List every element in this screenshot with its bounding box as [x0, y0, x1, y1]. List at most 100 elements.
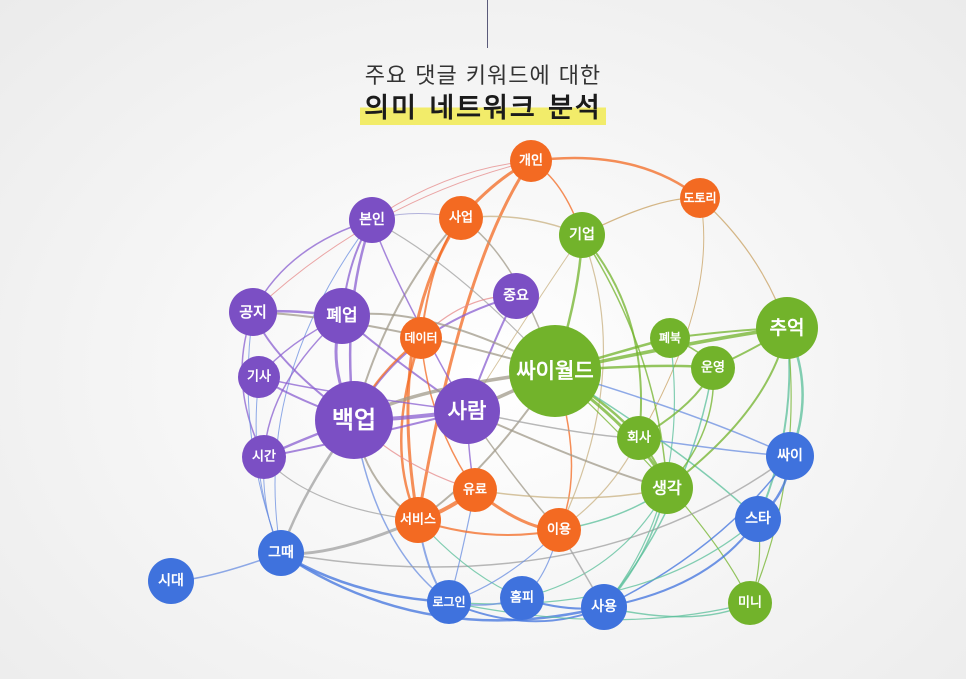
node-circle	[453, 468, 497, 512]
node-circle	[258, 530, 304, 576]
edge-도토리-회사	[638, 197, 705, 439]
node-circle	[650, 318, 690, 358]
edge-유료-생각	[474, 487, 668, 499]
node-폐업: 폐업	[314, 288, 370, 344]
node-circle	[680, 178, 720, 218]
node-label: 기사	[247, 369, 271, 385]
node-label: 사람	[448, 399, 487, 423]
node-label: 사용	[591, 599, 617, 615]
node-circle	[728, 581, 772, 625]
node-label: 백업	[332, 406, 376, 434]
node-스타: 스타	[735, 496, 781, 542]
node-circle	[500, 576, 544, 620]
node-label: 운영	[701, 361, 725, 376]
node-기사: 기사	[238, 356, 280, 398]
edge-개인-도토리	[530, 156, 701, 199]
edge-그때-로그인	[280, 551, 450, 604]
node-생각: 생각	[641, 462, 693, 514]
node-label: 스타	[745, 511, 771, 527]
node-label: 미니	[738, 595, 762, 611]
node-circle	[242, 435, 286, 479]
node-label: 폐업	[326, 306, 357, 326]
node-circle	[148, 558, 194, 604]
node-label: 기업	[569, 227, 595, 243]
node-label: 본인	[359, 211, 385, 228]
node-사람: 사람	[434, 378, 500, 444]
node-도토리: 도토리	[680, 178, 720, 218]
node-label: 시대	[158, 573, 184, 589]
node-circle	[434, 378, 500, 444]
node-circle	[349, 197, 395, 243]
node-circle	[691, 346, 735, 390]
edge-싸이-그때	[280, 455, 791, 568]
edge-개인-서비스	[416, 160, 533, 521]
node-중요: 중요	[493, 273, 539, 319]
node-circle	[766, 432, 814, 480]
node-label: 서비스	[400, 513, 436, 528]
node-폐북: 폐북	[650, 318, 690, 358]
node-사업: 사업	[439, 196, 483, 240]
node-label: 생각	[652, 479, 682, 498]
node-label: 로그인	[432, 594, 465, 609]
node-백업: 백업	[315, 381, 393, 459]
node-유료: 유료	[453, 468, 497, 512]
node-본인: 본인	[349, 197, 395, 243]
node-label: 추억	[770, 317, 805, 339]
node-circle	[537, 508, 581, 552]
node-label: 중요	[503, 288, 529, 304]
edge-시간-서비스	[263, 456, 419, 521]
node-circle	[395, 497, 441, 543]
node-label: 싸이월드	[516, 359, 593, 383]
node-싸이월드: 싸이월드	[509, 325, 601, 417]
diagram-subtitle: 주요 댓글 키워드에 대한	[364, 64, 602, 89]
node-label: 도토리	[683, 190, 716, 205]
node-circle	[315, 381, 393, 459]
node-circle	[229, 288, 277, 336]
node-circle	[641, 462, 693, 514]
node-시간: 시간	[242, 435, 286, 479]
node-label: 회사	[627, 430, 651, 446]
node-label: 폐북	[659, 330, 681, 345]
edge-기업-이용	[558, 234, 604, 531]
node-공지: 공지	[229, 288, 277, 336]
node-label: 데이터	[404, 330, 437, 345]
node-개인: 개인	[510, 140, 552, 182]
node-기업: 기업	[559, 212, 605, 258]
edge-기업-회사	[581, 234, 642, 439]
node-circle	[400, 317, 442, 359]
node-circle	[559, 212, 605, 258]
node-label: 그때	[268, 545, 294, 561]
node-서비스: 서비스	[395, 497, 441, 543]
node-label: 공지	[239, 303, 267, 321]
node-circle	[427, 580, 471, 624]
node-label: 이용	[547, 522, 571, 538]
node-label: 유료	[463, 483, 487, 498]
node-사용: 사용	[581, 584, 627, 630]
node-circle	[509, 325, 601, 417]
edge-공지-싸이월드	[252, 311, 556, 372]
node-circle	[510, 140, 552, 182]
node-circle	[581, 584, 627, 630]
node-circle	[617, 416, 661, 460]
node-이용: 이용	[537, 508, 581, 552]
node-circle	[735, 496, 781, 542]
node-홈피: 홈피	[500, 576, 544, 620]
title-container: 의미 네트워크 분석	[0, 86, 966, 125]
node-미니: 미니	[728, 581, 772, 625]
node-circle	[439, 196, 483, 240]
node-추억: 추억	[756, 297, 818, 359]
node-운영: 운영	[691, 346, 735, 390]
diagram-title: 의미 네트워크 분석	[360, 86, 606, 125]
top-divider-line	[487, 0, 488, 48]
node-로그인: 로그인	[427, 580, 471, 624]
node-그때: 그때	[258, 530, 304, 576]
node-데이터: 데이터	[400, 317, 442, 359]
edge-기업-생각	[581, 234, 668, 489]
node-시대: 시대	[148, 558, 194, 604]
node-circle	[756, 297, 818, 359]
node-label: 개인	[519, 153, 543, 169]
node-싸이: 싸이	[766, 432, 814, 480]
node-label: 싸이	[777, 447, 803, 464]
